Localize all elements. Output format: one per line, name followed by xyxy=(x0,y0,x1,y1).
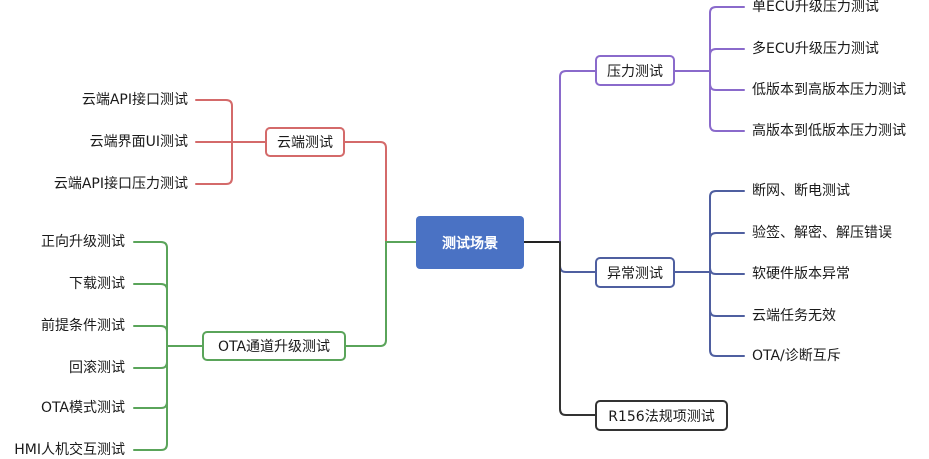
connector-ota-leaf-2 xyxy=(133,325,168,347)
cloud-leaf-ui[interactable]: 云端界面UI测试 xyxy=(89,134,188,150)
connector-abnormal-leaf-0 xyxy=(709,190,745,273)
cloud-leaf-api[interactable]: 云端API接口测试 xyxy=(81,92,188,108)
connector-root-regulation xyxy=(559,241,596,416)
cloud-leaf-api-pressure[interactable]: 云端API接口压力测试 xyxy=(53,176,188,192)
branch-node-cloud[interactable]: 云端测试 xyxy=(265,127,345,157)
branch-node-regulation[interactable]: R156法规项测试 xyxy=(595,400,728,431)
branch-node-abnormal[interactable]: 异常测试 xyxy=(595,257,675,288)
ota-leaf-hmi[interactable]: HMI人机交互测试 xyxy=(14,442,125,458)
connector-cloud-leaf-2 xyxy=(195,141,233,185)
abnormal-leaf-ota-diag[interactable]: OTA/诊断互斥 xyxy=(752,348,841,364)
connector-ota-leaf-1 xyxy=(133,283,168,347)
pressure-leaf-single-ecu[interactable]: 单ECU升级压力测试 xyxy=(752,0,879,15)
connector-abnormal-leaf-2 xyxy=(709,267,745,275)
ota-leaf-download[interactable]: 下载测试 xyxy=(69,276,125,292)
connector-root-cloud xyxy=(344,141,417,243)
connector-pressure-leaf-2 xyxy=(709,70,745,91)
pressure-leaf-multi-ecu[interactable]: 多ECU升级压力测试 xyxy=(752,41,879,57)
root-node[interactable]: 测试场景 xyxy=(416,216,524,269)
ota-leaf-precondition[interactable]: 前提条件测试 xyxy=(41,318,125,334)
abnormal-leaf-cloud-task[interactable]: 云端任务无效 xyxy=(752,308,836,324)
abnormal-leaf-signature[interactable]: 验签、解密、解压错误 xyxy=(752,225,892,241)
connector-root-abnormal xyxy=(559,241,596,273)
connector-pressure-leaf-0 xyxy=(709,6,745,72)
connector-cloud-leaf-0 xyxy=(195,99,233,143)
connector-ota-leaf-3 xyxy=(133,345,168,369)
pressure-leaf-low-to-high[interactable]: 低版本到高版本压力测试 xyxy=(752,82,906,98)
connector-abnormal-leaf-4 xyxy=(709,271,745,357)
connector-ota-leaf-0 xyxy=(133,241,168,347)
connector-ota-leaf-4 xyxy=(133,345,168,409)
connector-pressure-leaf-1 xyxy=(709,48,745,72)
connector-abnormal-leaf-3 xyxy=(709,271,745,317)
branch-node-pressure[interactable]: 压力测试 xyxy=(595,55,675,86)
connector-ota-leaf-5 xyxy=(133,345,168,451)
abnormal-leaf-version[interactable]: 软硬件版本异常 xyxy=(752,266,850,282)
pressure-leaf-high-to-low[interactable]: 高版本到低版本压力测试 xyxy=(752,123,906,139)
branch-node-ota[interactable]: OTA通道升级测试 xyxy=(202,331,346,361)
abnormal-leaf-network-power[interactable]: 断网、断电测试 xyxy=(752,183,850,199)
connector-pressure-leaf-3 xyxy=(709,70,745,132)
ota-leaf-forward-upgrade[interactable]: 正向升级测试 xyxy=(41,234,125,250)
ota-leaf-ota-mode[interactable]: OTA模式测试 xyxy=(40,400,125,416)
connector-root-ota xyxy=(345,241,417,347)
ota-leaf-rollback[interactable]: 回滚测试 xyxy=(69,360,125,376)
connector-root-pressure xyxy=(559,70,596,243)
connector-abnormal-leaf-1 xyxy=(709,232,745,273)
